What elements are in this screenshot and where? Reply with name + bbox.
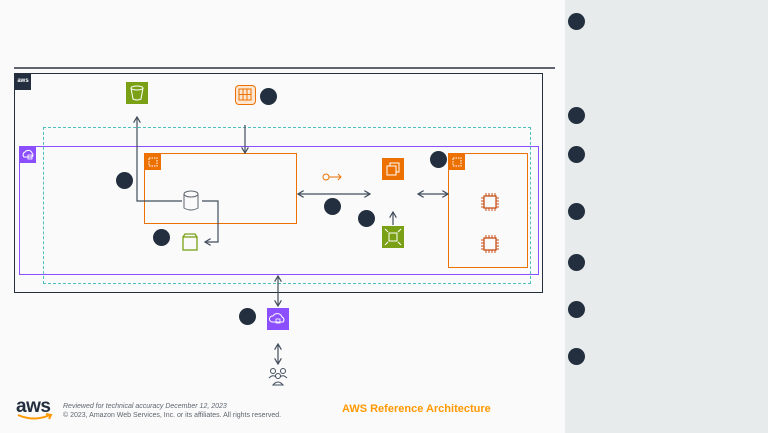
availability-zone-group [43, 127, 531, 284]
side-step-marker [568, 348, 585, 365]
steps-sidebar [565, 0, 768, 433]
step-marker [239, 308, 256, 325]
connectors [0, 0, 565, 433]
step-marker [430, 151, 447, 168]
side-step-marker [568, 107, 585, 124]
vpc-group [19, 146, 539, 275]
endpoint-key-icon [322, 170, 344, 182]
copyright-text: © 2023, Amazon Web Services, Inc. or its… [63, 412, 282, 419]
reference-architecture-label: AWS Reference Architecture [342, 403, 491, 415]
s3-bucket-icon [126, 82, 148, 104]
step-marker [358, 210, 375, 227]
aws-cloud-icon: aws [15, 74, 31, 90]
subnet-b-chip-icon [449, 154, 465, 170]
vpc-icon [20, 147, 36, 163]
db-to-storage-arrow [202, 200, 219, 242]
subnet-group-a [144, 153, 297, 224]
aws-smile-icon [17, 413, 53, 420]
subnet-group-b [448, 153, 528, 268]
subnet-a-chip-icon [145, 154, 161, 170]
db-to-s3-arrow [137, 117, 182, 202]
review-note: Reviewed for technical accuracy December… [63, 403, 227, 410]
ec2-chip-icon [480, 192, 500, 212]
step-marker [260, 88, 277, 105]
ec2-instances-icon [382, 158, 404, 180]
dynamodb-table-icon [235, 85, 256, 105]
step-marker [116, 172, 133, 189]
step-marker [324, 198, 341, 215]
aws-logo: aws [16, 396, 51, 417]
title-divider [14, 67, 555, 69]
side-step-marker [568, 203, 585, 220]
step-marker [153, 229, 170, 246]
diagram-canvas: aws [0, 0, 565, 433]
side-step-marker [568, 301, 585, 318]
database-icon [182, 190, 200, 212]
side-step-marker [568, 13, 585, 30]
side-step-marker [568, 254, 585, 271]
vpn-gateway-icon[interactable] [267, 308, 289, 330]
users-icon [267, 366, 289, 386]
datasync-icon [382, 226, 404, 248]
ec2-chip-icon [480, 234, 500, 254]
side-step-marker [568, 146, 585, 163]
storage-icon [181, 232, 199, 252]
